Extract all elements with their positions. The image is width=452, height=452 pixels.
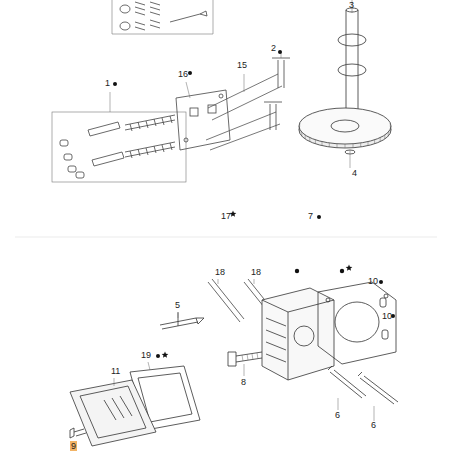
callout-number: 11 bbox=[111, 366, 120, 376]
callout-number: 3 bbox=[349, 0, 354, 10]
callout-number: 16 bbox=[178, 69, 188, 79]
callout-number: 18 bbox=[215, 267, 225, 277]
callout-number: 10 bbox=[382, 311, 392, 321]
callout-number: 10 bbox=[368, 276, 378, 286]
callout-number: 15 bbox=[237, 60, 247, 70]
callout-number: 18 bbox=[251, 267, 261, 277]
callout-number: 7 bbox=[308, 211, 313, 221]
callout-number: 2 bbox=[271, 43, 276, 53]
callout-number: 6 bbox=[371, 420, 376, 430]
callout-number: 19 bbox=[141, 350, 151, 360]
callout-number: 1 bbox=[105, 78, 110, 88]
callout-number: 4 bbox=[352, 168, 357, 178]
callout-number: 17 bbox=[221, 211, 231, 221]
callout-number: 6 bbox=[335, 410, 340, 420]
callout-number: 5 bbox=[175, 300, 180, 310]
callout-number: 9 bbox=[70, 441, 77, 451]
callout-number: 8 bbox=[241, 377, 246, 387]
